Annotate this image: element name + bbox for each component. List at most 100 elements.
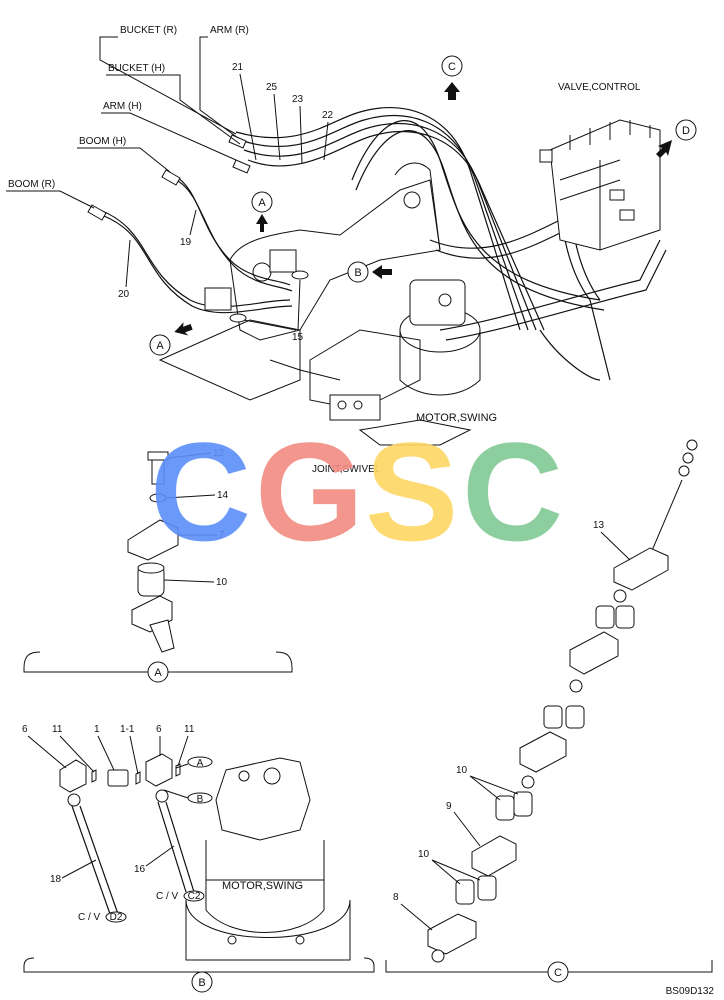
clamp-8 <box>427 913 477 955</box>
ring-15b <box>229 313 247 323</box>
watermark-letter-4: C <box>462 413 563 570</box>
part-number-11-b: 11 <box>184 724 195 735</box>
top-part-numbers: 21 25 23 22 19 20 15 <box>118 62 334 343</box>
watermark-letter-2: G <box>255 413 364 570</box>
svg-text:C2: C2 <box>188 891 201 902</box>
boom-pivot-pin <box>403 191 421 209</box>
cv-c2-tag <box>183 890 205 902</box>
detail-a-bracket <box>23 651 293 673</box>
label-arm-h: ARM (H) <box>103 101 142 112</box>
control-valve <box>539 119 661 251</box>
arrow-b-top <box>372 265 392 279</box>
arrow-a-top <box>256 214 268 232</box>
detail-b: A B MOTOR,SWING 6 11 1 1-1 6 <box>22 724 375 993</box>
svg-text:A: A <box>156 340 164 352</box>
drawing-code: BS09D132 <box>666 986 715 997</box>
detail-b-bracket <box>23 957 375 973</box>
bushing-10-c1 <box>455 879 475 905</box>
top-assembly: BUCKET (R) ARM (R) BUCKET (H) ARM (H) BO… <box>6 25 697 475</box>
part-number-16: 16 <box>134 864 146 875</box>
part-number-15: 15 <box>292 332 304 343</box>
part-number-7: 7 <box>219 530 225 541</box>
oring-11-a <box>91 769 97 783</box>
clamp-7 <box>127 519 179 561</box>
svg-text:B: B <box>198 977 205 989</box>
part-number-11-a: 11 <box>52 724 63 735</box>
part-number-9: 9 <box>446 801 452 812</box>
svg-text:C: C <box>448 61 456 73</box>
ring-15a <box>291 270 309 280</box>
elbow-6-a <box>59 759 87 793</box>
part-number-1: 1 <box>94 724 100 735</box>
boom-h-fitting <box>161 169 181 186</box>
bushing-10-b2 <box>513 791 533 817</box>
bolt-12-head <box>147 451 169 461</box>
svg-text:B: B <box>354 267 361 279</box>
watermark-logo: C G S C <box>150 413 563 570</box>
detail-a-tag <box>147 661 169 683</box>
part-number-10-a: 10 <box>216 577 228 588</box>
arrow-d-top <box>656 140 672 158</box>
clamp-13 <box>613 547 669 591</box>
part-number-18: 18 <box>50 874 62 885</box>
swing-motor-top <box>329 279 481 446</box>
boom-frame <box>158 162 441 411</box>
bushing-10-c2 <box>477 875 497 901</box>
part-number-6-a: 6 <box>22 724 28 735</box>
part-number-20: 20 <box>118 289 130 300</box>
top-leaders <box>6 36 241 209</box>
elbow-6-b <box>145 753 173 787</box>
callout-c-top: C <box>441 55 463 100</box>
callout-d-top: D <box>656 119 697 158</box>
detail-c: 13 10 9 10 8 C <box>385 439 713 983</box>
label-arm-r: ARM (R) <box>210 25 249 36</box>
clamp-9 <box>471 835 517 877</box>
threaded-rod <box>647 479 683 561</box>
hose-18 <box>71 805 111 915</box>
part-number-22: 22 <box>322 110 334 121</box>
cv-d2-tag <box>105 911 127 923</box>
label-motor-swing-bottom: MOTOR,SWING <box>222 880 303 892</box>
svg-text:B: B <box>197 794 204 805</box>
label-boom-h: BOOM (H) <box>79 136 126 147</box>
part-number-12: 12 <box>213 448 225 459</box>
label-bucket-h: BUCKET (H) <box>108 63 165 74</box>
boom-r-fitting <box>87 204 107 221</box>
detail-c-tag <box>547 961 569 983</box>
watermark-letter-3: S <box>365 413 458 570</box>
part-number-19: 19 <box>180 237 192 248</box>
svg-text:A: A <box>258 197 266 209</box>
detail-a: 12 14 7 10 A <box>23 448 293 683</box>
part-number-8: 8 <box>393 892 399 903</box>
adapter-1 <box>107 769 129 787</box>
boom-hoses <box>87 134 293 314</box>
callout-a-top: A <box>251 191 273 232</box>
svg-text:A: A <box>197 758 204 769</box>
svg-text:D2: D2 <box>110 912 123 923</box>
label-valve-control: VALVE,CONTROL <box>558 82 641 93</box>
arm-r-fitting <box>228 134 247 149</box>
svg-text:A: A <box>154 667 162 679</box>
clamp-lower <box>204 287 232 311</box>
label-motor-swing-top: MOTOR,SWING <box>416 412 497 424</box>
part-number-23: 23 <box>292 94 304 105</box>
boom-pin <box>252 262 272 282</box>
top-labels: BUCKET (R) ARM (R) BUCKET (H) ARM (H) BO… <box>8 25 641 475</box>
part-number-13: 13 <box>593 520 605 531</box>
port-tag-b: B <box>163 789 213 805</box>
port-tag-a: A <box>175 756 213 769</box>
arm-h-fitting <box>232 159 251 174</box>
label-joint-swivel: JOINT,SWIVEL <box>312 464 381 475</box>
part-number-1-1: 1-1 <box>120 724 135 735</box>
arrow-c-top <box>444 82 460 100</box>
part-number-10-c: 10 <box>418 849 430 860</box>
part-number-25: 25 <box>266 82 278 93</box>
part-number-21: 21 <box>232 62 244 73</box>
watermark-letter-1: C <box>150 413 251 570</box>
callout-a-left: A <box>149 322 193 356</box>
svg-text:D: D <box>682 125 690 137</box>
part-number-14: 14 <box>217 490 229 501</box>
label-boom-r: BOOM (R) <box>8 179 55 190</box>
